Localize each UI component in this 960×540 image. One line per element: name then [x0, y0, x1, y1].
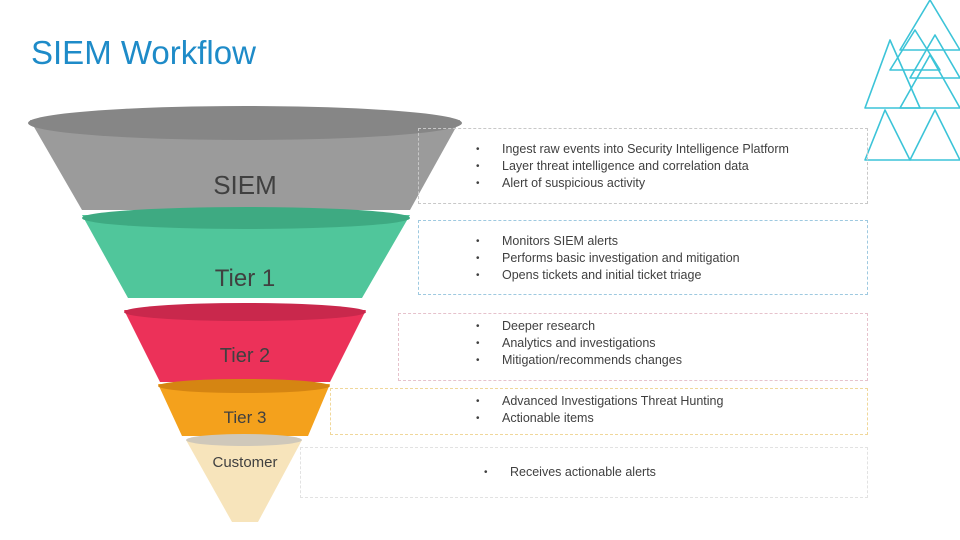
- funnel-tier1-band: [82, 215, 410, 298]
- customer-bullet-list: Receives actionable alerts: [484, 464, 656, 481]
- list-item: Layer threat intelligence and correlatio…: [476, 158, 789, 175]
- list-item: Advanced Investigations Threat Hunting: [476, 393, 723, 410]
- tier1-description-box: [418, 220, 868, 295]
- funnel-tier2-top: [124, 303, 366, 321]
- tier3-bullet-list: Advanced Investigations Threat Hunting A…: [476, 393, 723, 427]
- page-title: SIEM Workflow: [31, 34, 256, 71]
- list-item: Monitors SIEM alerts: [476, 233, 740, 250]
- funnel-siem-band: [30, 120, 460, 210]
- list-item: Performs basic investigation and mitigat…: [476, 250, 740, 267]
- tier-label-customer: Customer: [212, 454, 278, 471]
- funnel-tier2-band: [124, 310, 366, 382]
- funnel-customer-band: [186, 440, 302, 522]
- list-item: Alert of suspicious activity: [476, 175, 789, 192]
- tier3-description-box: [330, 388, 868, 435]
- funnel-tier1-top: [82, 207, 410, 229]
- tier-label-siem: SIEM: [213, 170, 277, 200]
- tier2-bullet-list: Deeper research Analytics and investigat…: [476, 318, 682, 369]
- tier2-description-box: [398, 313, 868, 381]
- list-item: Ingest raw events into Security Intellig…: [476, 141, 789, 158]
- list-item: Mitigation/recommends changes: [476, 352, 682, 369]
- tier-label-tier3: Tier 3: [223, 408, 267, 427]
- siem-bullet-list: Ingest raw events into Security Intellig…: [476, 141, 789, 192]
- list-item: Opens tickets and initial ticket triage: [476, 267, 740, 284]
- tier-label-tier2: Tier 2: [219, 345, 271, 367]
- funnel-tier3-band: [158, 384, 330, 436]
- tier-label-tier1: Tier 1: [214, 265, 276, 292]
- list-item: Analytics and investigations: [476, 335, 682, 352]
- funnel-tier3-top: [158, 379, 330, 393]
- customer-description-box: [300, 447, 868, 498]
- list-item: Receives actionable alerts: [484, 464, 656, 481]
- list-item: Actionable items: [476, 410, 723, 427]
- triangle-pattern-decoration: [864, 0, 960, 161]
- siem-description-box: [418, 128, 868, 204]
- funnel-siem-top: [28, 106, 462, 140]
- funnel-customer-top: [186, 434, 302, 446]
- tier1-bullet-list: Monitors SIEM alerts Performs basic inve…: [476, 233, 740, 284]
- list-item: Deeper research: [476, 318, 682, 335]
